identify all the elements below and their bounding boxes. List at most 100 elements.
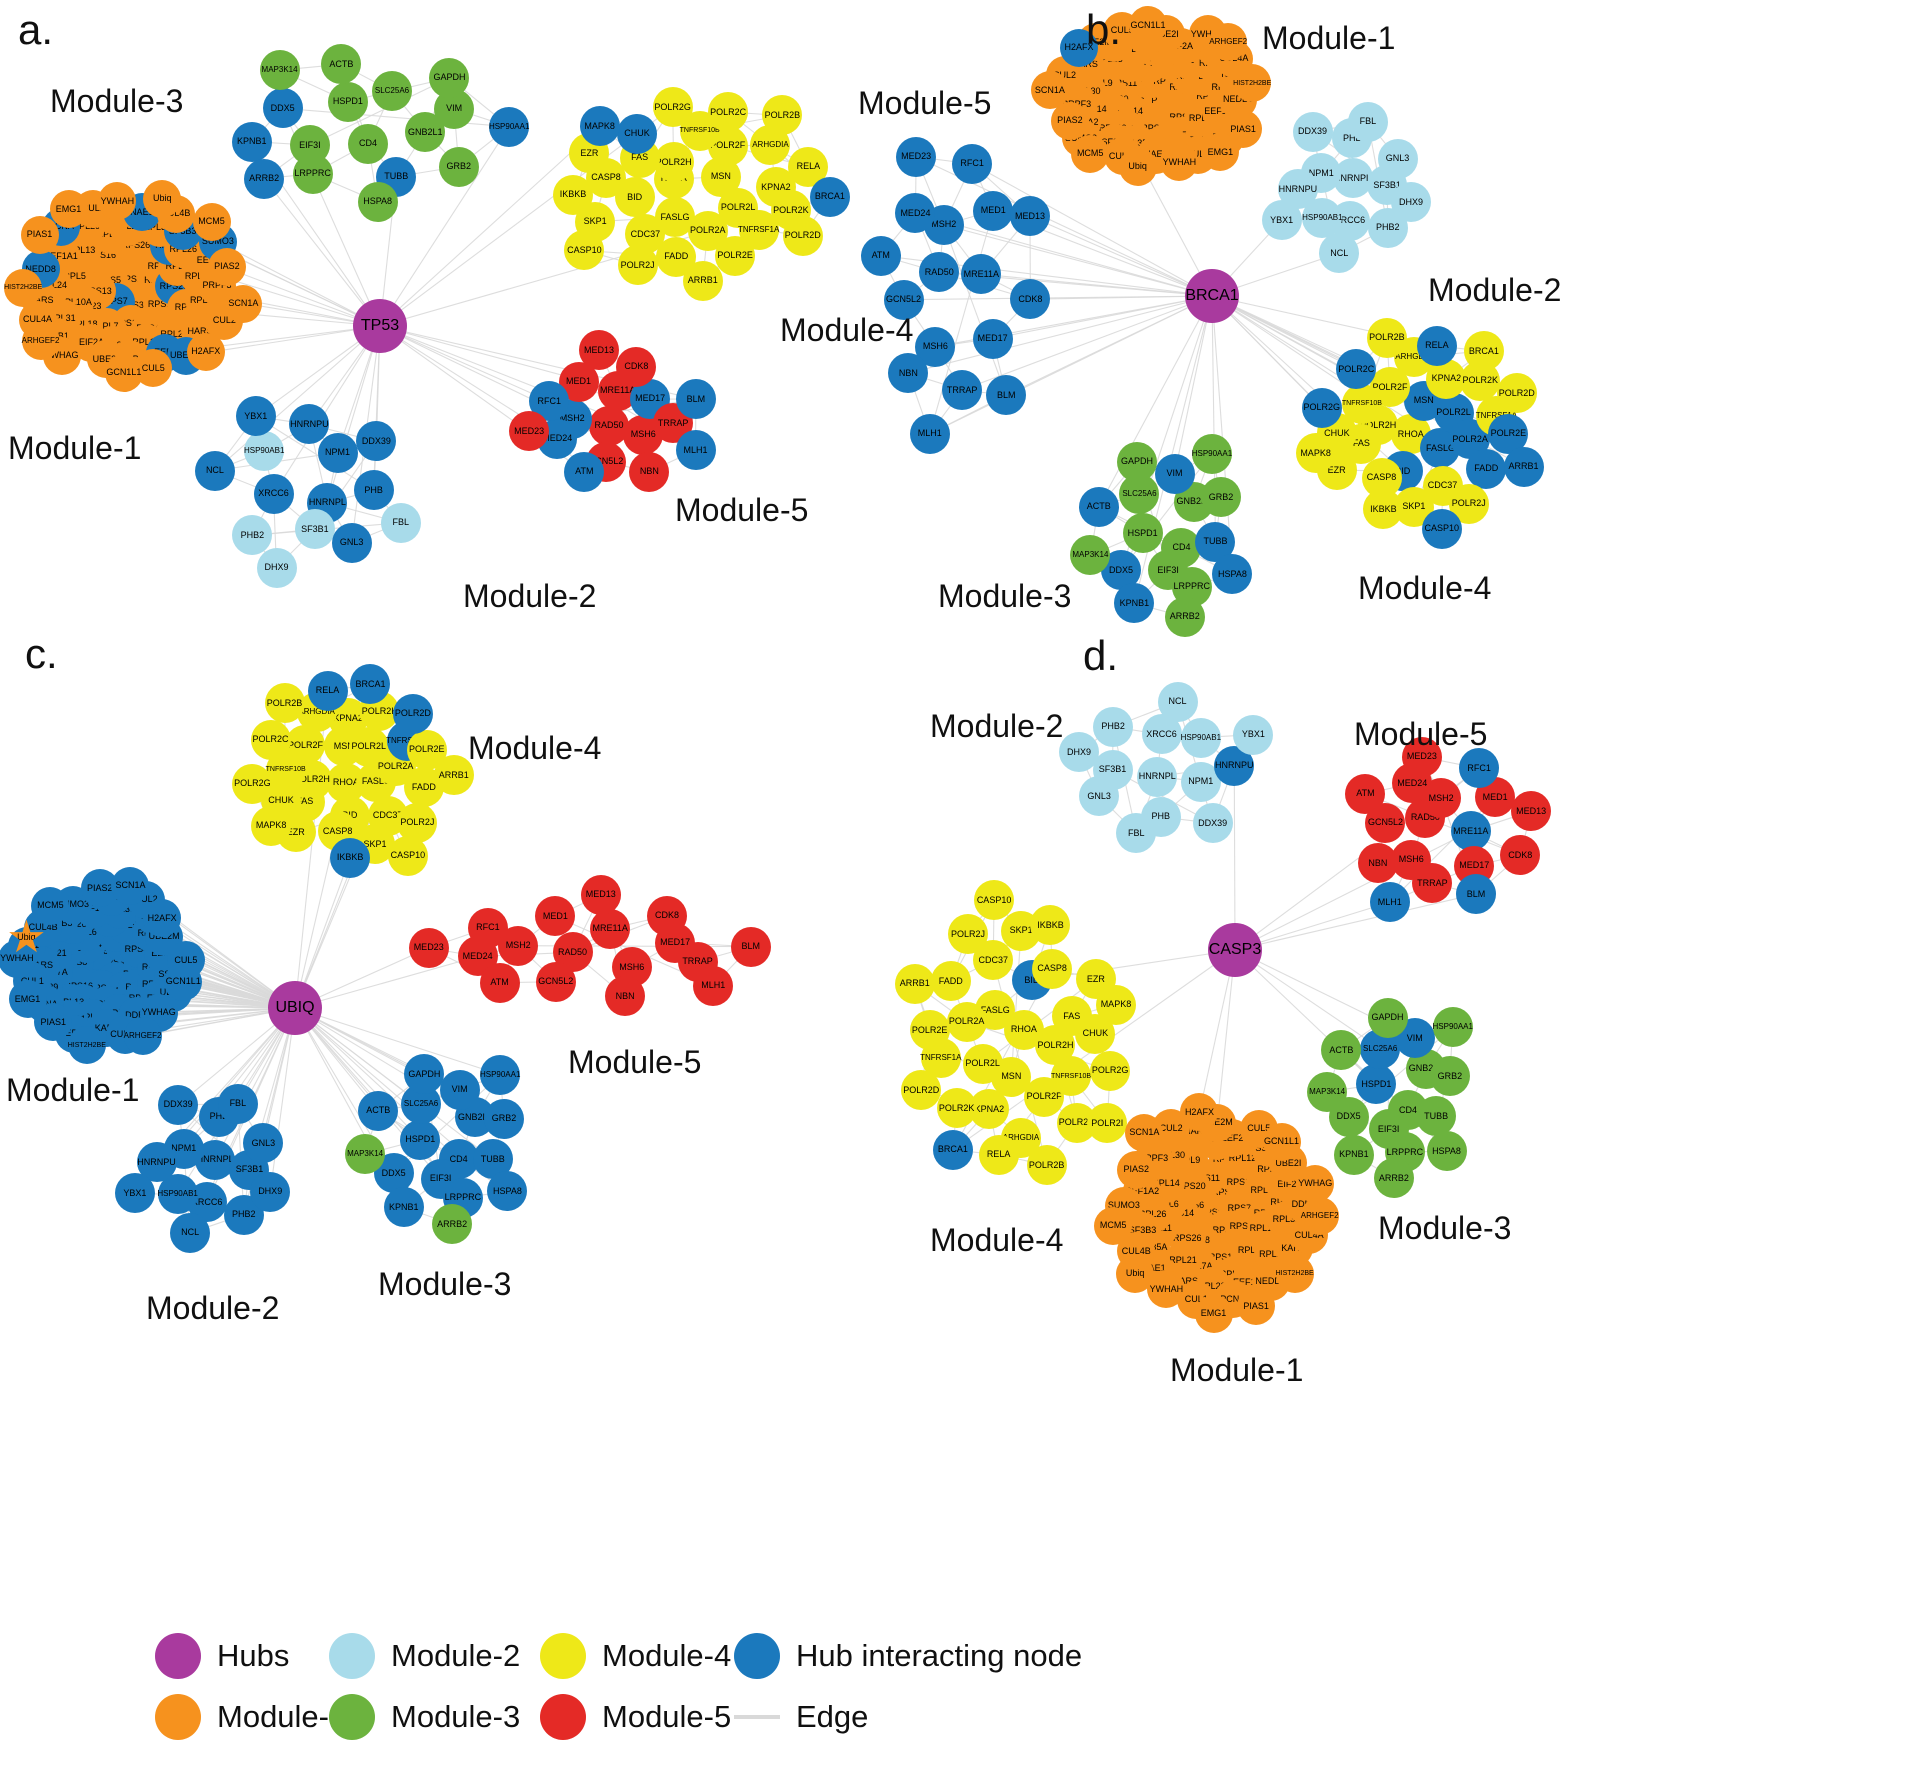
node-med23: MED23 xyxy=(509,411,550,452)
edge xyxy=(263,178,381,327)
node-label: NCL xyxy=(1168,696,1187,707)
node-label: NBN xyxy=(898,367,918,378)
node-label: POLR2I xyxy=(1091,1117,1124,1128)
node-fbl: FBL xyxy=(1347,101,1388,142)
module-label-module-1-c: Module-1 xyxy=(6,1072,140,1108)
node-label: RFC1 xyxy=(1467,762,1491,773)
node-blm: BLM xyxy=(986,375,1027,416)
node-label: MCM5 xyxy=(37,900,64,911)
node-mcm5: MCM5 xyxy=(1071,134,1110,173)
node-label: HSPD1 xyxy=(1361,1078,1392,1089)
node-label: MED24 xyxy=(462,950,493,961)
node-label: PHB2 xyxy=(240,529,265,540)
node-map3k14: MAP3K14 xyxy=(345,1134,386,1175)
module-label-module-5-a: Module-5 xyxy=(675,492,809,528)
node-label: RPL5 xyxy=(63,271,86,282)
node-arhgef2: ARHGEF2 xyxy=(21,321,60,360)
node-label: MSH2 xyxy=(931,219,957,230)
node-ybx1: YBX1 xyxy=(235,396,276,437)
node-label: SLC25A6 xyxy=(1363,1043,1398,1053)
edge xyxy=(217,241,381,327)
node-label: POLR2B xyxy=(1369,332,1405,343)
node-label: HSP90AB1 xyxy=(1302,212,1343,222)
node-label: EZR xyxy=(1086,973,1105,984)
node-ubiq: Ubiq xyxy=(143,179,182,218)
node-label: GCN1L1 xyxy=(106,367,142,378)
node-label: MLH1 xyxy=(701,980,726,991)
node-label: RPS26 xyxy=(121,240,151,251)
node-label: POLR2F xyxy=(287,739,323,750)
node-label: MSN xyxy=(1001,1071,1022,1082)
node-label: Ubiq xyxy=(153,193,172,204)
node-label: TNFRSF10B xyxy=(1341,400,1382,408)
node-label: SF3B1 xyxy=(301,523,329,534)
node-fadd: FADD xyxy=(930,961,971,1002)
node-hist2h2be: HIST2H2BE xyxy=(1276,1254,1314,1293)
node-arrb2: ARRB2 xyxy=(1373,1158,1414,1199)
node-ikbkb: IKBKB xyxy=(1030,905,1071,946)
node-label: MED17 xyxy=(977,333,1008,343)
node-casp10: CASP10 xyxy=(974,880,1015,921)
node-label: MED13 xyxy=(1014,210,1045,221)
node-scn1a: SCN1A xyxy=(224,284,263,323)
node-scn1a: SCN1A xyxy=(1030,71,1069,110)
node-polr2d: POLR2D xyxy=(1496,373,1537,414)
legend-item-hubs: Hubs xyxy=(155,1633,289,1679)
node-label: CDC37 xyxy=(1427,480,1458,491)
node-label: BLM xyxy=(1466,888,1486,899)
node-label: POLR2L xyxy=(720,202,756,213)
node-label: RFC1 xyxy=(537,395,561,406)
node-ncl: NCL xyxy=(1157,681,1198,722)
node-label: DHX9 xyxy=(258,1186,283,1197)
node-kpnb1: KPNB1 xyxy=(1333,1134,1374,1175)
node-polr2b: POLR2B xyxy=(762,95,803,136)
node-label: MLH1 xyxy=(1377,896,1402,907)
node-polr2a: POLR2A xyxy=(946,1001,987,1042)
node-actb: ACTB xyxy=(1078,486,1119,527)
node-label: HSP90AA1 xyxy=(488,121,530,131)
edge xyxy=(294,1007,421,1141)
node-kpnb1: KPNB1 xyxy=(231,121,272,162)
node-label: RAD50 xyxy=(594,420,624,431)
node-gapdh: GAPDH xyxy=(1367,997,1408,1038)
node-label: CHUK xyxy=(1324,427,1350,438)
node-pias1: PIAS1 xyxy=(20,215,59,254)
module-label-module-4-c: Module-4 xyxy=(468,730,602,766)
node-label: H2AFX xyxy=(147,912,177,923)
node-label: PHB xyxy=(1151,811,1170,822)
node-label: RPS20 xyxy=(159,280,189,291)
node-mapk8: MAPK8 xyxy=(1095,984,1136,1025)
node-label: ARRB2 xyxy=(1378,1172,1409,1183)
node-label: ARRB1 xyxy=(438,769,469,780)
node-mlh1: MLH1 xyxy=(675,430,716,471)
node-label: SKP1 xyxy=(1402,501,1426,512)
node-label: POLR2H xyxy=(1037,1039,1074,1050)
node-label: POLR2A xyxy=(948,1016,985,1027)
node-cdk8: CDK8 xyxy=(1010,279,1051,320)
node-ubiq: Ubiq xyxy=(1116,1254,1155,1293)
node-label: DHX9 xyxy=(1398,196,1423,207)
module-label-module-1-b: Module-1 xyxy=(1262,20,1396,56)
node-chuk: CHUK xyxy=(616,113,657,154)
node-label: BRCA1 xyxy=(355,678,386,689)
node-atm: ATM xyxy=(479,962,520,1003)
node-label: POLR2J xyxy=(950,928,985,939)
node-atm: ATM xyxy=(564,451,605,492)
edge xyxy=(1234,949,1381,1049)
node-label: ARRB1 xyxy=(1508,461,1539,472)
node-label: POLR2C xyxy=(252,734,289,745)
node-label: GNL3 xyxy=(339,537,364,548)
node-map3k14: MAP3K14 xyxy=(1307,1072,1348,1113)
node-med13: MED13 xyxy=(580,874,621,915)
node-label: ARHGEF2 xyxy=(21,335,60,345)
node-label: YWHAG xyxy=(1298,1178,1333,1189)
node-casp10: CASP10 xyxy=(1421,508,1462,549)
node-label: IKBKB xyxy=(559,189,587,200)
node-label: ATM xyxy=(575,466,594,477)
node-polr2d: POLR2D xyxy=(901,1070,942,1111)
node-label: GRB2 xyxy=(1437,1070,1463,1081)
node-emg1: EMG1 xyxy=(1194,1294,1233,1333)
node-label: MED13 xyxy=(1516,805,1547,816)
node-label: TNFRSF10B xyxy=(265,766,306,774)
edge xyxy=(273,325,381,495)
